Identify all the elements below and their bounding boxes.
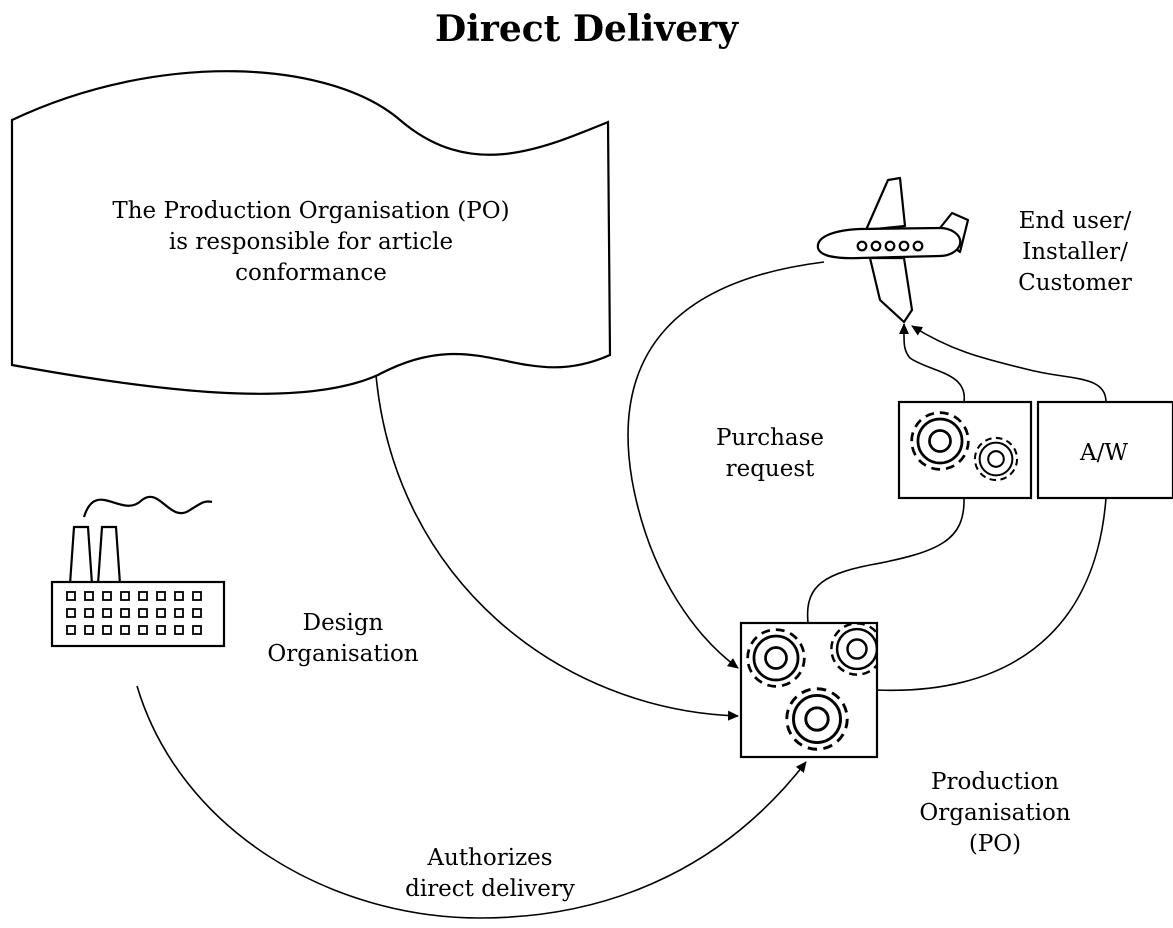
authorizes-label: Authorizes direct delivery bbox=[380, 843, 600, 905]
diagram-title: Direct Delivery bbox=[434, 8, 739, 50]
banner-line-1: The Production Organisation (PO) bbox=[112, 198, 510, 224]
aw-label: A/W bbox=[1079, 440, 1128, 466]
factory-icon bbox=[50, 495, 226, 648]
aw-to-airplane-arrow bbox=[911, 325, 1107, 403]
design-organisation-line-1: Design bbox=[302, 610, 384, 636]
purchase-request-line-1: Purchase bbox=[715, 425, 825, 451]
airplane-icon bbox=[816, 176, 970, 324]
po-to-aw-line bbox=[876, 497, 1107, 692]
end-user-label: End user/ Installer/ Customer bbox=[995, 206, 1155, 299]
authorizes-line-1: Authorizes bbox=[427, 845, 553, 871]
end-user-line-3: Customer bbox=[1018, 270, 1132, 296]
authorizes-arrow bbox=[136, 685, 807, 919]
responsibility-banner bbox=[10, 70, 612, 395]
design-organisation-line-2: Organisation bbox=[267, 641, 419, 667]
banner-text: The Production Organisation (PO) is resp… bbox=[12, 196, 610, 289]
end-user-line-1: End user/ bbox=[1018, 208, 1132, 234]
supplier-to-airplane-arrow bbox=[898, 323, 965, 403]
production-organisation-line-3: (PO) bbox=[968, 831, 1022, 857]
production-organisation-label: Production Organisation (PO) bbox=[900, 767, 1090, 860]
design-organisation-label: Design Organisation bbox=[258, 608, 428, 670]
purchase-request-label: Purchase request bbox=[690, 423, 850, 485]
end-user-line-2: Installer/ bbox=[1022, 239, 1128, 265]
purchase-request-arrow bbox=[627, 261, 825, 669]
purchase-request-line-2: request bbox=[725, 456, 815, 482]
production-organisation-line-1: Production bbox=[931, 769, 1059, 795]
banner-line-2: is responsible for article bbox=[168, 229, 454, 255]
production-organisation-line-2: Organisation bbox=[919, 800, 1071, 826]
banner-line-3: conformance bbox=[235, 260, 387, 286]
banner-to-po-arrow bbox=[375, 374, 739, 721]
po-to-supplier-line bbox=[806, 497, 965, 624]
aw-box bbox=[1036, 400, 1173, 500]
authorizes-line-2: direct delivery bbox=[405, 876, 575, 902]
